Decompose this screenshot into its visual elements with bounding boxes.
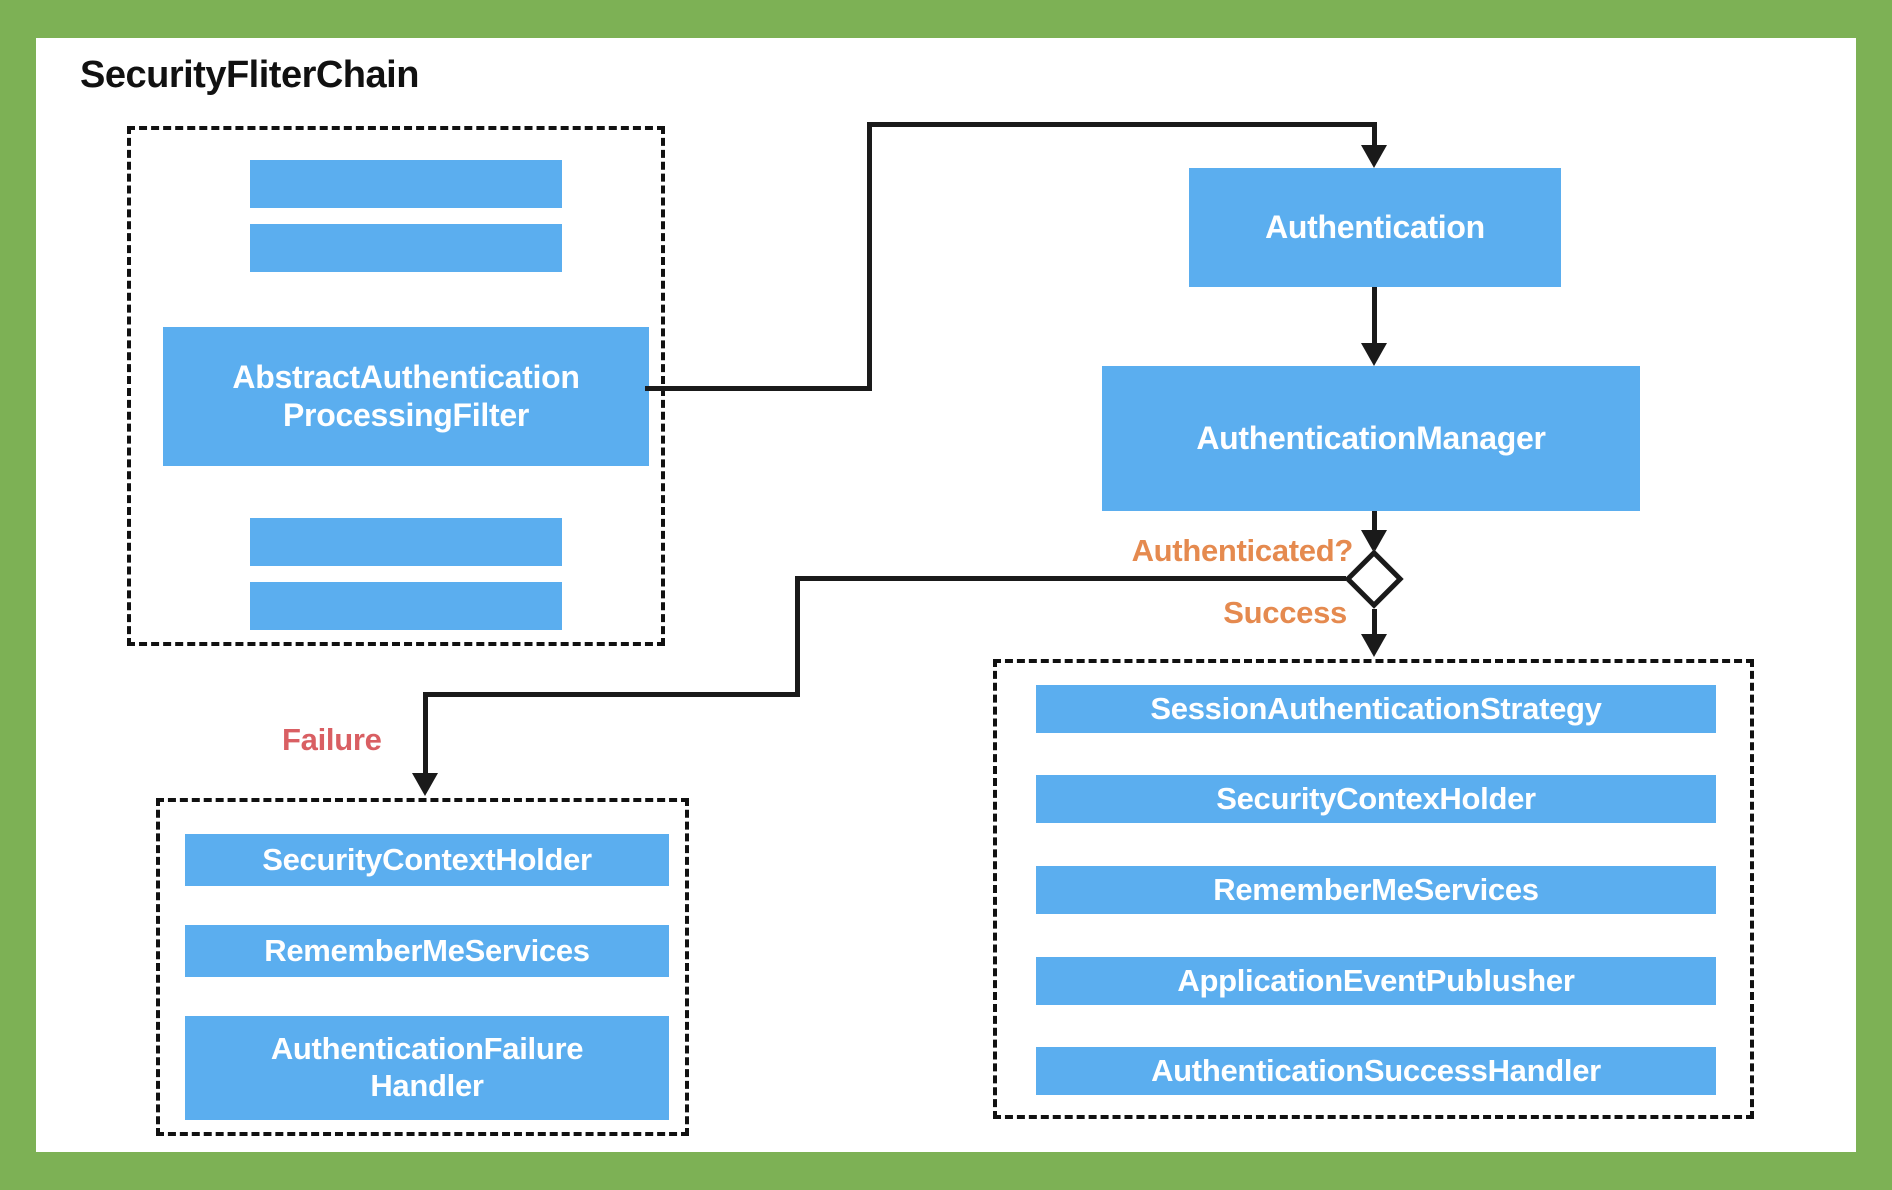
diagram-title: SecurityFliterChain — [80, 54, 419, 96]
arrowhead-into-authentication — [1361, 145, 1387, 168]
security-context-holder-node: SecurityContextHolder — [185, 834, 669, 886]
connector-decision-to-failure-panel — [423, 692, 428, 776]
unlabeled-filter-bar — [250, 518, 562, 566]
connector-decision-to-failure-panel — [423, 692, 800, 697]
failure-branch-label: Failure — [282, 722, 382, 757]
connector-filter-to-authentication — [1372, 122, 1377, 150]
authentication-success-handler-node: AuthenticationSuccessHandler — [1036, 1047, 1716, 1095]
authentication-manager-node: AuthenticationManager — [1102, 366, 1640, 511]
success-panel: SessionAuthenticationStrategy SecurityCo… — [993, 659, 1754, 1119]
unlabeled-filter-bar — [250, 224, 562, 272]
connector-decision-to-failure-panel — [795, 576, 1346, 581]
connector-authentication-to-manager — [1372, 287, 1377, 345]
remember-me-services-node: RememberMeServices — [1036, 866, 1716, 914]
filter-chain-group: AbstractAuthentication ProcessingFilter — [127, 126, 665, 646]
unlabeled-filter-bar — [250, 582, 562, 630]
arrowhead-into-success-panel — [1361, 634, 1387, 657]
authenticated-question-label: Authenticated? — [1131, 533, 1354, 568]
failure-panel: SecurityContextHolder RememberMeServices… — [156, 798, 689, 1136]
arrowhead-into-decision — [1361, 530, 1387, 553]
success-branch-label: Success — [1223, 595, 1347, 630]
arrowhead-into-authentication-manager — [1361, 343, 1387, 366]
application-event-publusher-node: ApplicationEventPublusher — [1036, 957, 1716, 1005]
connector-decision-to-failure-panel — [795, 576, 800, 697]
connector-filter-to-authentication — [645, 386, 872, 391]
session-authentication-strategy-node: SessionAuthenticationStrategy — [1036, 685, 1716, 733]
remember-me-services-node: RememberMeServices — [185, 925, 669, 977]
arrowhead-into-failure-panel — [412, 773, 438, 796]
authentication-failure-handler-node: AuthenticationFailure Handler — [185, 1016, 669, 1120]
connector-filter-to-authentication — [867, 122, 1377, 127]
unlabeled-filter-bar — [250, 160, 562, 208]
abstract-authentication-processing-filter-node: AbstractAuthentication ProcessingFilter — [163, 327, 649, 466]
security-contex-holder-node: SecurityContexHolder — [1036, 775, 1716, 823]
connector-decision-to-success-panel — [1372, 609, 1377, 637]
connector-filter-to-authentication — [867, 122, 872, 391]
connector-manager-to-decision — [1372, 511, 1377, 535]
authentication-node: Authentication — [1189, 168, 1561, 287]
